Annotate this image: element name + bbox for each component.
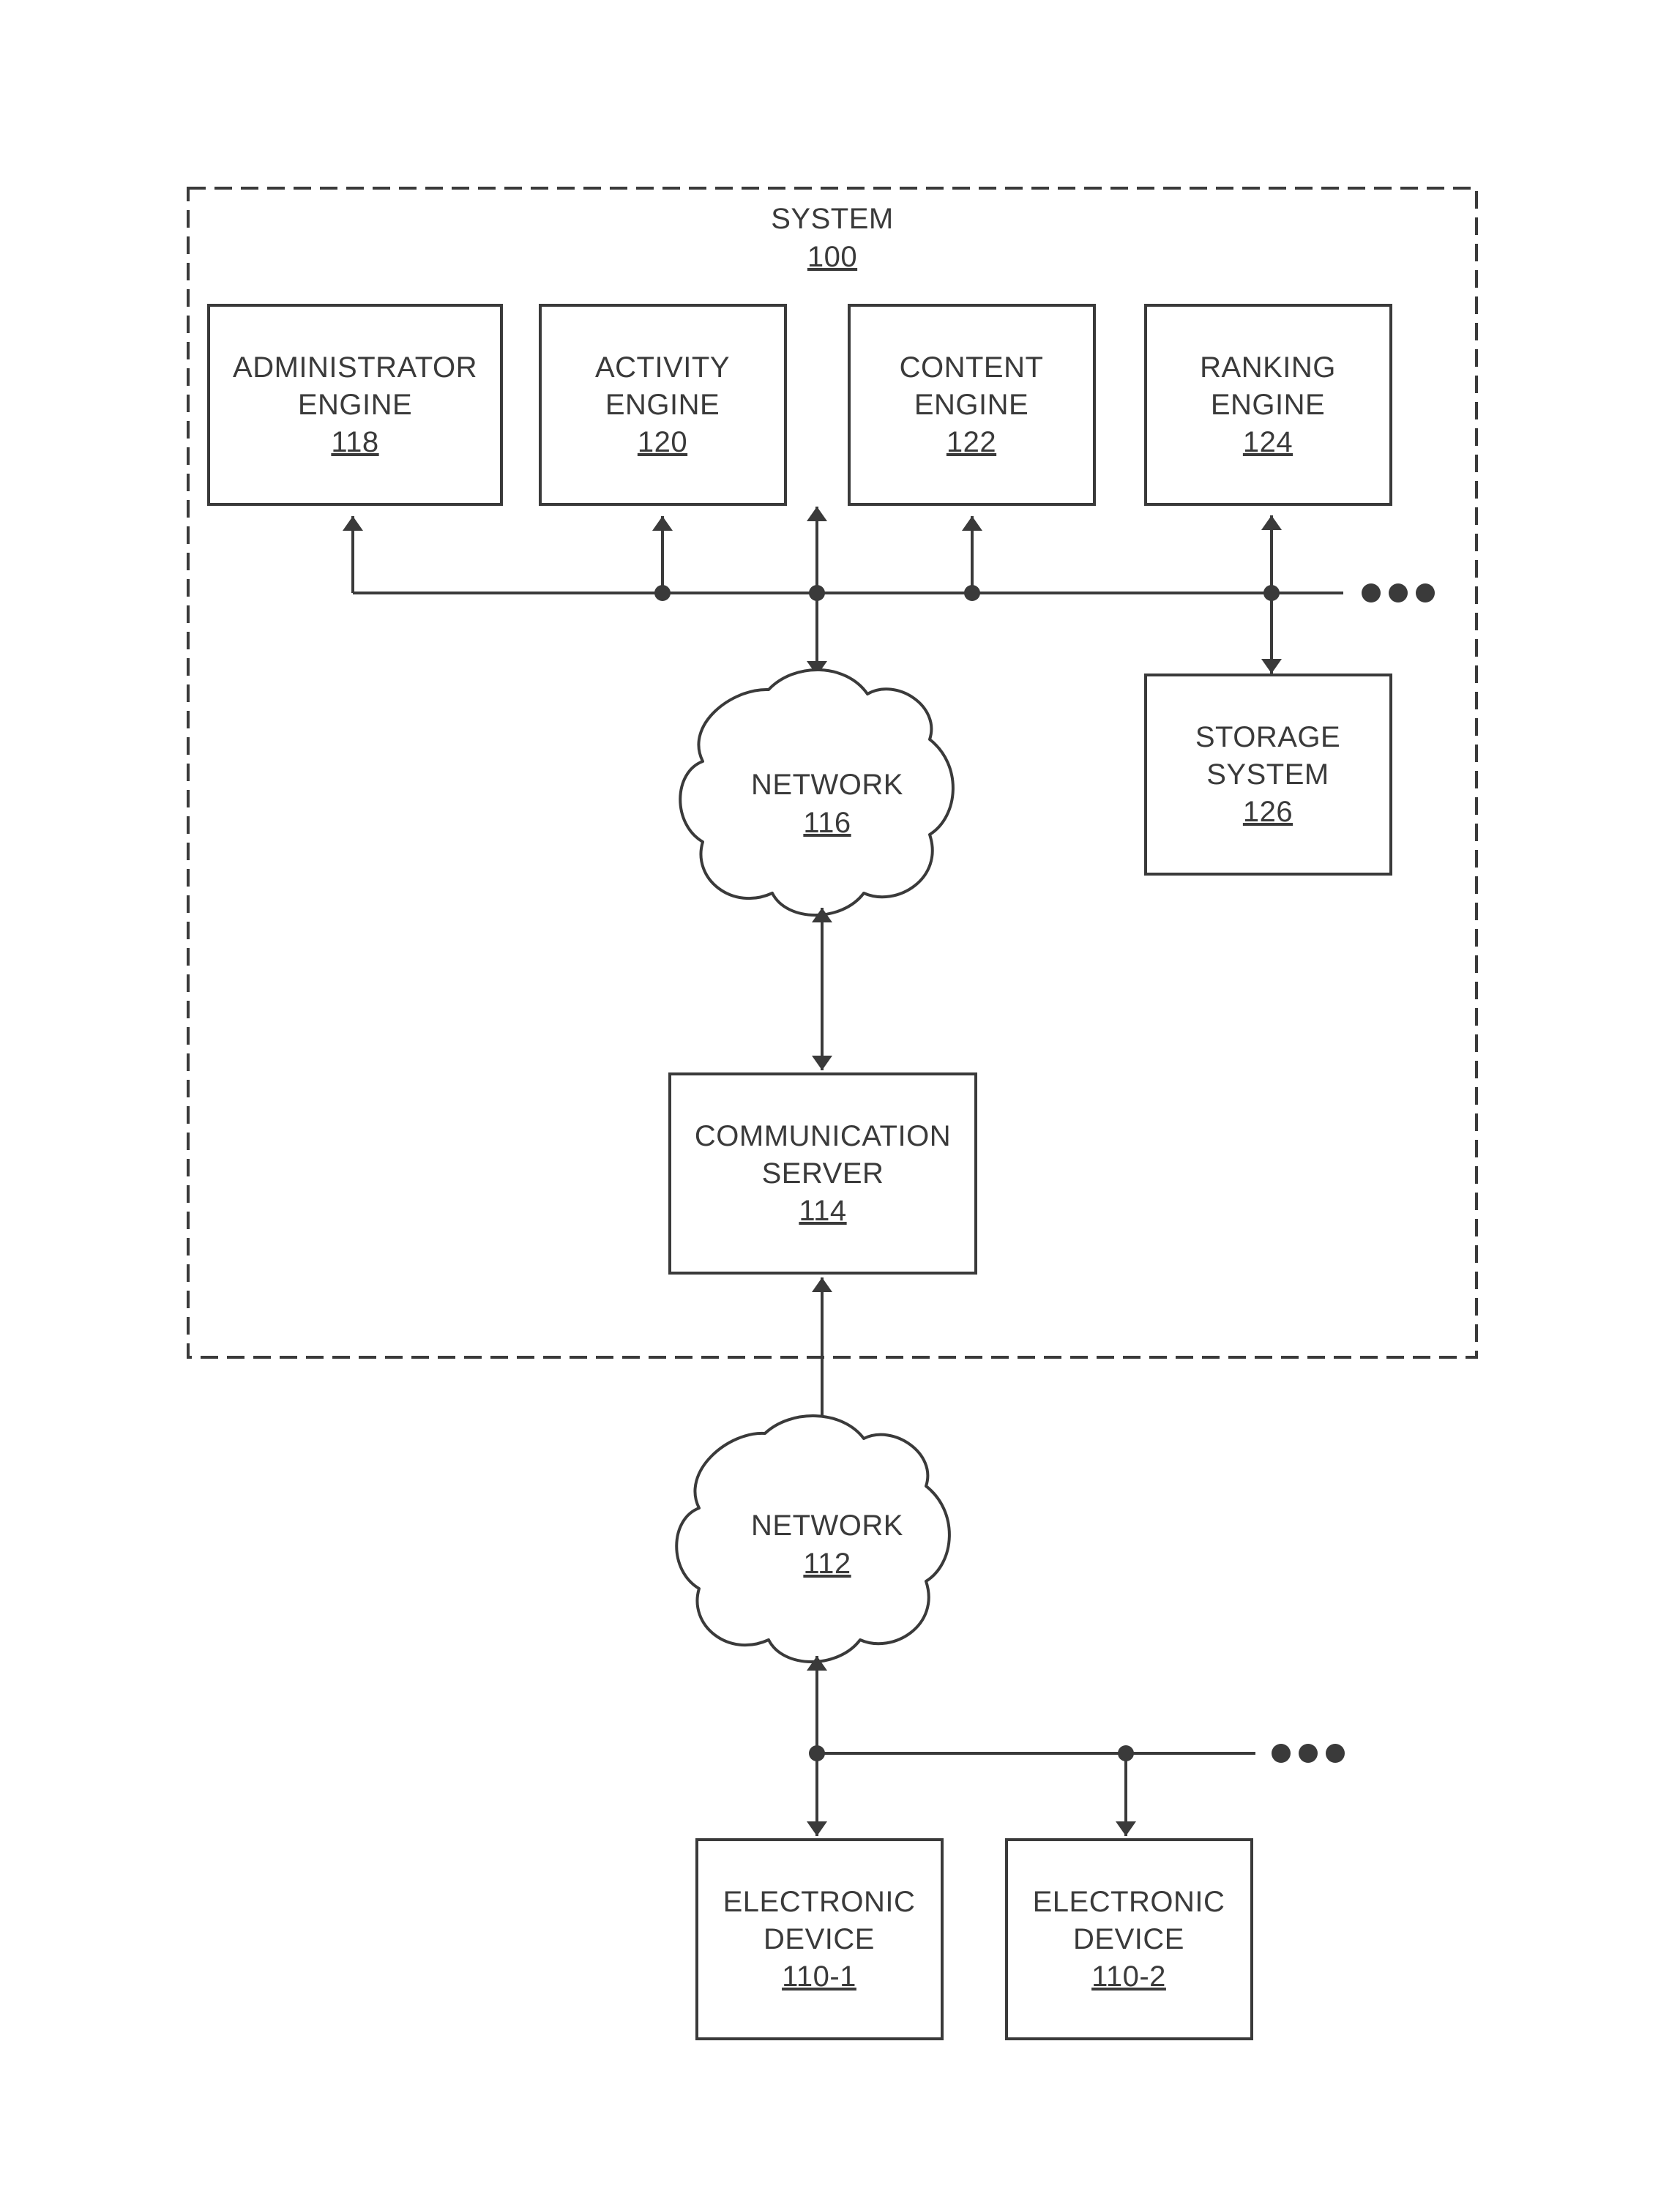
content-engine-line1: CONTENT — [900, 351, 1044, 384]
electronic-device-1-ref: 110-1 — [782, 1960, 856, 1993]
content-engine-box: CONTENT ENGINE 122 — [849, 305, 1094, 504]
activity-engine-line1: ACTIVITY — [595, 351, 730, 384]
network-116-cloud: NETWORK 116 — [680, 670, 953, 915]
bus-junction-content — [964, 585, 980, 601]
storage-system-line1: STORAGE — [1195, 721, 1340, 753]
electronic-device-1-line1: ELECTRONIC — [723, 1886, 916, 1918]
external-bus-junction-2 — [1118, 1745, 1134, 1761]
administrator-engine-line2: ENGINE — [298, 389, 412, 421]
electronic-device-2-line1: ELECTRONIC — [1033, 1886, 1225, 1918]
network-112-ref: 112 — [803, 1548, 851, 1580]
content-engine-line2: ENGINE — [914, 389, 1028, 421]
storage-system-box: STORAGE SYSTEM 126 — [1146, 675, 1391, 874]
bus-junction-ranking — [1263, 585, 1280, 601]
external-bus-continuation-ellipsis — [1272, 1744, 1345, 1763]
ranking-engine-line2: ENGINE — [1211, 389, 1325, 421]
communication-server-box: COMMUNICATION SERVER 114 — [670, 1074, 976, 1273]
ranking-engine-box: RANKING ENGINE 124 — [1146, 305, 1391, 504]
electronic-device-2-box: ELECTRONIC DEVICE 110-2 — [1007, 1840, 1252, 2039]
electronic-device-2-line2: DEVICE — [1073, 1923, 1184, 1955]
activity-engine-box: ACTIVITY ENGINE 120 — [540, 305, 785, 504]
administrator-engine-box: ADMINISTRATOR ENGINE 118 — [209, 305, 501, 504]
system-ref: 100 — [807, 241, 857, 273]
network-112-label: NETWORK — [751, 1510, 903, 1542]
communication-server-line1: COMMUNICATION — [695, 1120, 951, 1152]
bus-junction-center — [809, 585, 825, 601]
network-116-ref: 116 — [803, 807, 851, 839]
electronic-device-1-line2: DEVICE — [764, 1923, 875, 1955]
storage-system-line2: SYSTEM — [1206, 758, 1329, 791]
bus-continuation-ellipsis — [1362, 583, 1435, 602]
administrator-engine-line1: ADMINISTRATOR — [233, 351, 477, 384]
ranking-engine-line1: RANKING — [1200, 351, 1336, 384]
activity-engine-line2: ENGINE — [605, 389, 720, 421]
ranking-engine-ref: 124 — [1243, 426, 1293, 458]
activity-engine-ref: 120 — [638, 426, 687, 458]
storage-system-ref: 126 — [1243, 796, 1293, 828]
content-engine-ref: 122 — [947, 426, 996, 458]
communication-server-ref: 114 — [799, 1195, 846, 1227]
system-label: SYSTEM — [771, 203, 893, 235]
bus-junction-activity — [654, 585, 671, 601]
network-116-label: NETWORK — [751, 769, 903, 801]
communication-server-line2: SERVER — [762, 1157, 884, 1190]
electronic-device-1-box: ELECTRONIC DEVICE 110-1 — [697, 1840, 942, 2039]
administrator-engine-ref: 118 — [331, 426, 378, 458]
network-112-cloud: NETWORK 112 — [676, 1416, 949, 1662]
external-bus-junction-1 — [809, 1745, 825, 1761]
electronic-device-2-ref: 110-2 — [1091, 1960, 1166, 1993]
